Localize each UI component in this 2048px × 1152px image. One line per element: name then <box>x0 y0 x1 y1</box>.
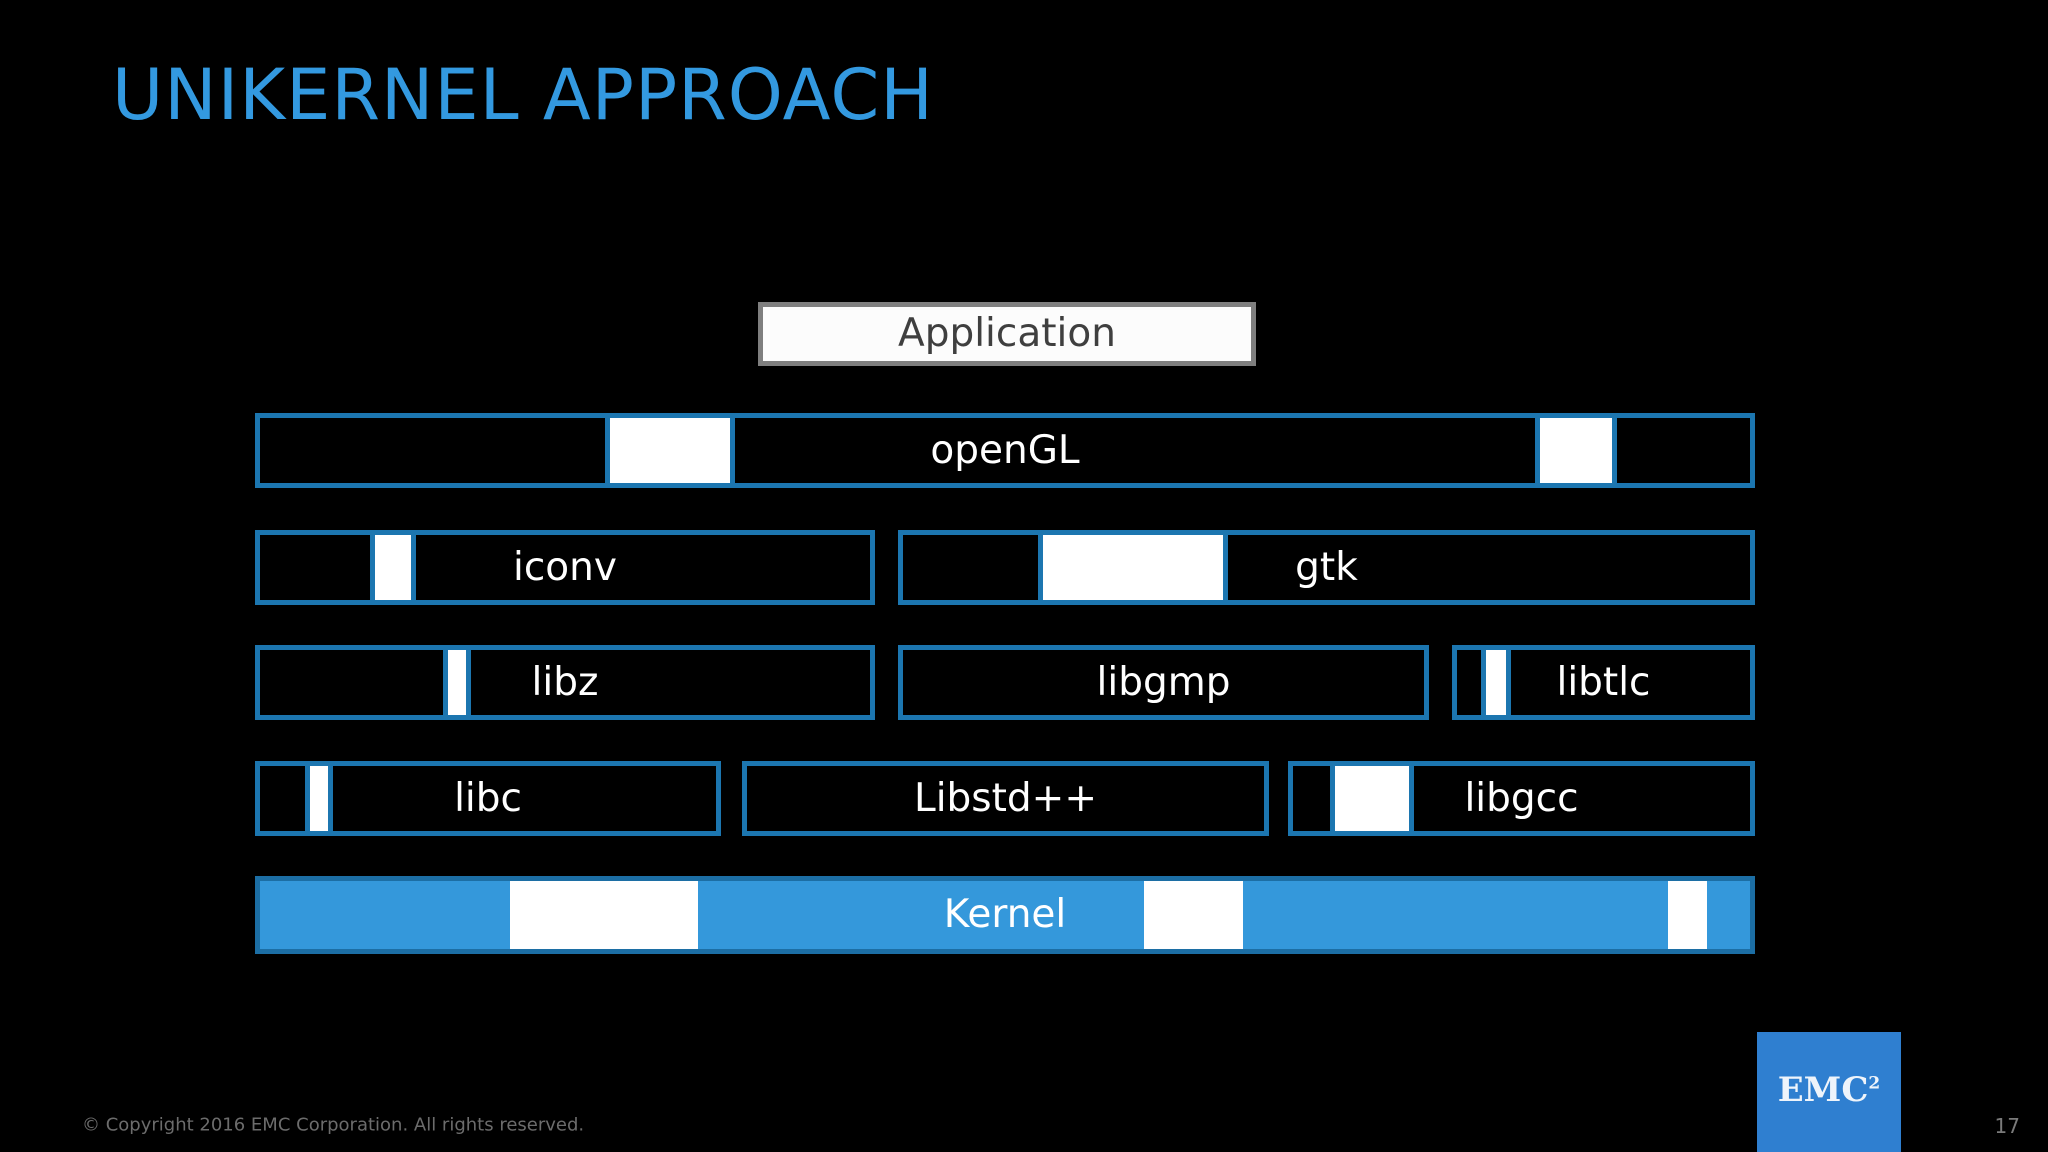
stack-box-kernel: Kernel <box>255 876 1755 954</box>
stack-segment <box>1535 418 1617 483</box>
stack-box-opengl: openGL <box>255 413 1755 488</box>
stack-box-label: libgmp <box>1096 659 1231 705</box>
stack-segment <box>1481 650 1511 715</box>
stack-box-application: Application <box>758 302 1256 366</box>
stack-box-label: openGL <box>930 427 1080 473</box>
stack-box-libtlc: libtlc <box>1452 645 1755 720</box>
stack-box-libc: libc <box>255 761 721 836</box>
footer-copyright: © Copyright 2016 EMC Corporation. All ri… <box>82 1114 585 1136</box>
stack-box-libstd-: Libstd++ <box>742 761 1269 836</box>
stack-box-label: Application <box>898 311 1116 356</box>
stack-box-libz: libz <box>255 645 875 720</box>
emc-logo-wordmark: EMC2 <box>1777 1070 1881 1110</box>
stack-box-label: libz <box>531 659 599 705</box>
stack-segment <box>510 881 698 949</box>
stack-box-libgcc: libgcc <box>1288 761 1755 836</box>
stack-segment <box>1038 535 1228 600</box>
emc-logo: EMC2 <box>1757 1032 1901 1152</box>
stack-segment <box>605 418 735 483</box>
stack-segment <box>1144 881 1243 949</box>
stack-segment <box>370 535 416 600</box>
stack-box-label: iconv <box>513 544 617 590</box>
stack-box-label: Kernel <box>943 892 1067 937</box>
stack-box-libgmp: libgmp <box>898 645 1429 720</box>
stack-box-gtk: gtk <box>898 530 1755 605</box>
stack-segment <box>1330 766 1414 831</box>
stack-box-label: Libstd++ <box>913 775 1098 821</box>
stack-segment <box>443 650 471 715</box>
page-number: 17 <box>1994 1114 2020 1138</box>
stack-box-iconv: iconv <box>255 530 875 605</box>
stack-box-label: gtk <box>1295 544 1358 590</box>
stack-segment <box>1668 881 1707 949</box>
stack-segment <box>305 766 333 831</box>
page-title: UNIKERNEL APPROACH <box>112 54 934 136</box>
